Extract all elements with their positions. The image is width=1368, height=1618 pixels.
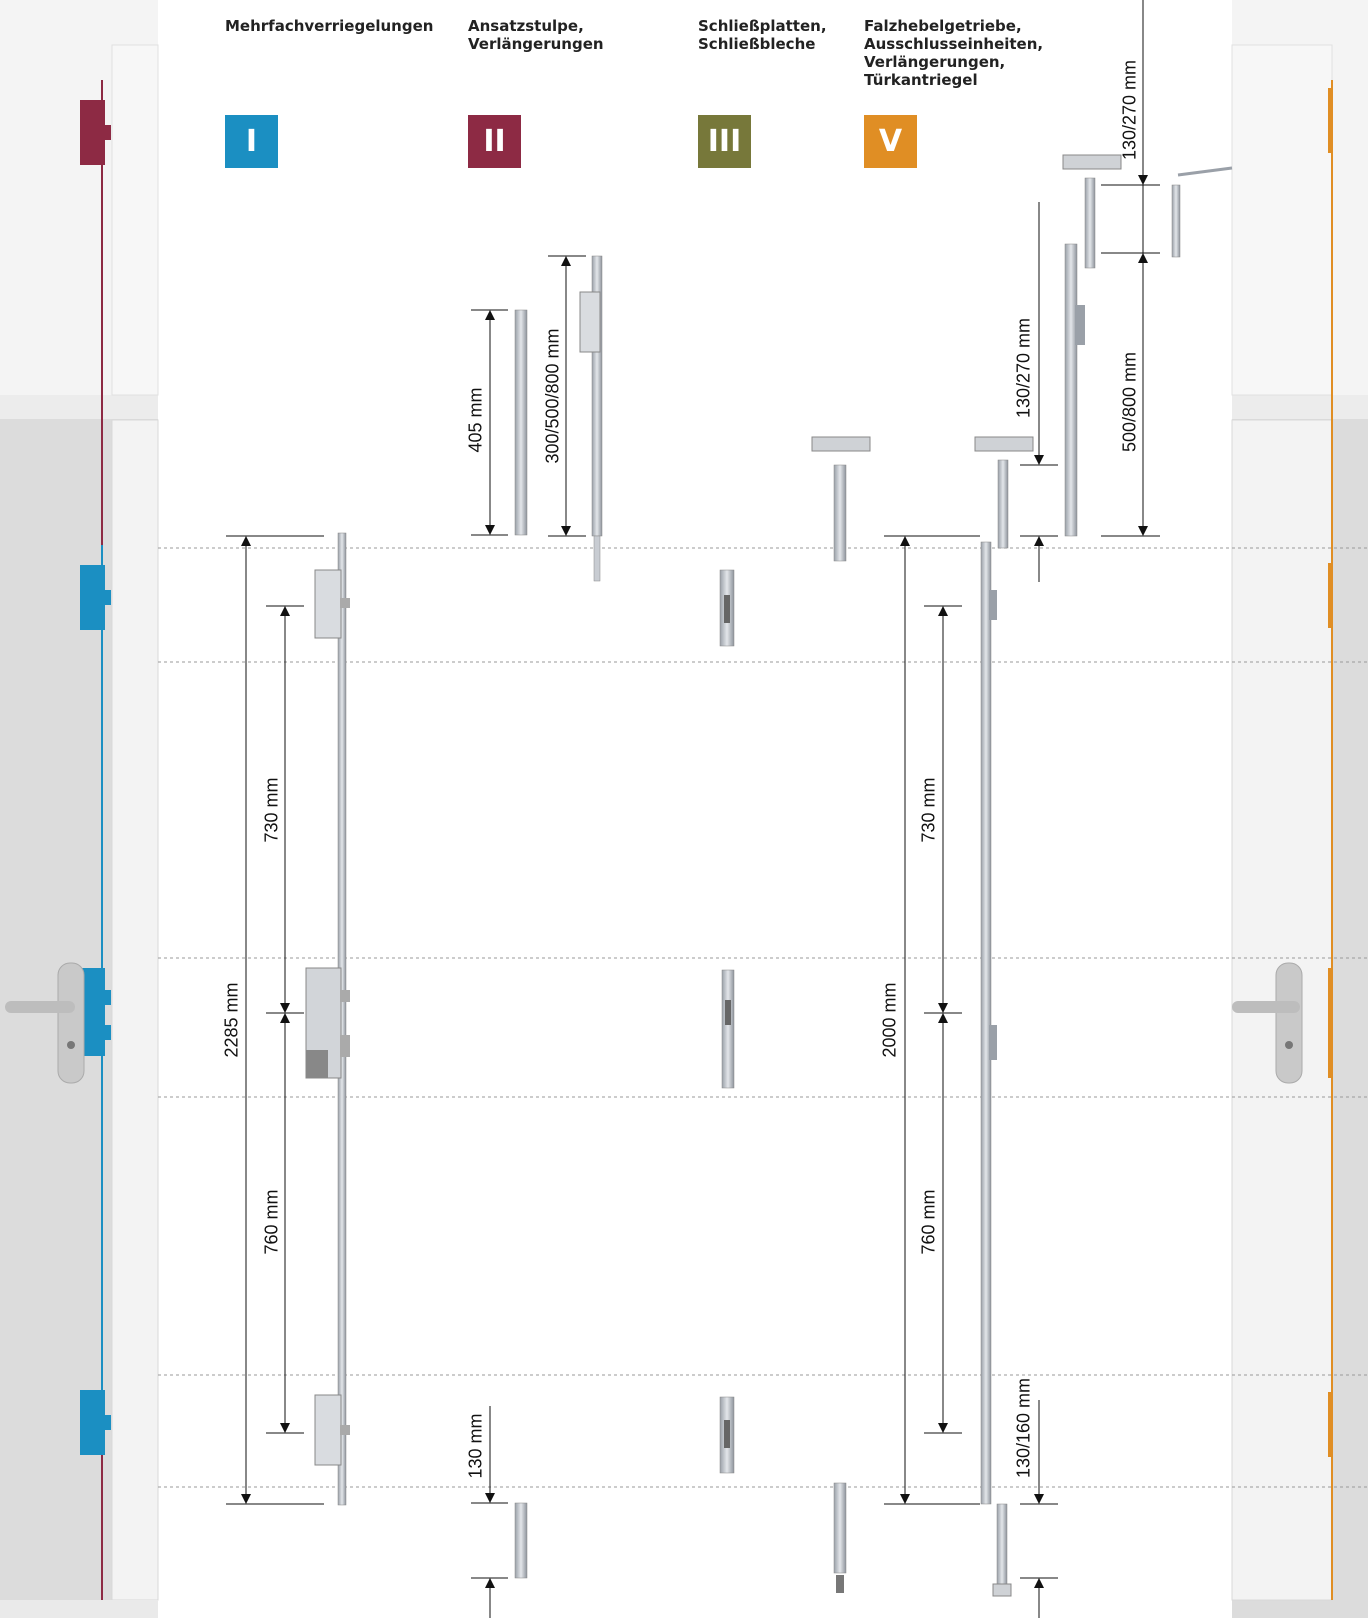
dim-label-760-right: 760 mm <box>918 1189 939 1255</box>
lower-lock-marker <box>80 1390 105 1455</box>
right-door <box>1231 0 1368 1618</box>
door-handle <box>5 1001 75 1013</box>
badge-V: V <box>864 115 917 168</box>
header-line: Schließplatten, <box>698 17 827 35</box>
header-line: Schließbleche <box>698 35 816 53</box>
extension-strips <box>514 255 603 1579</box>
dim-label-300-500-800: 300/500/800 mm <box>542 328 563 464</box>
header-line: Ausschlusseinheiten, <box>864 35 1044 53</box>
guide-lines <box>158 547 1368 1488</box>
upper-lock-marker <box>80 565 105 630</box>
badge-II: II <box>468 115 521 168</box>
header-multipoint-locks: Mehrfachverriegelungen <box>225 17 433 35</box>
dim-label-130-160: 130/160 mm <box>1013 1377 1034 1479</box>
dim-label-130-270-middle: 130/270 mm <box>1013 317 1034 419</box>
header-line: Falzhebelgetriebe, <box>864 17 1022 35</box>
badge-III: III <box>698 115 751 168</box>
dim-label-405: 405 mm <box>465 387 486 453</box>
badge-I: I <box>225 115 278 168</box>
top-bolt-marker <box>80 100 105 165</box>
header-line: Verlängerungen, <box>864 53 1006 71</box>
dim-label-730-right: 730 mm <box>918 777 939 843</box>
dim-label-2285: 2285 mm <box>221 982 242 1058</box>
dimension-lines <box>226 0 1160 1618</box>
header-strike-plates: Schließplatten, Schließbleche <box>698 17 827 53</box>
strike-plates <box>719 569 735 1474</box>
left-door <box>0 0 159 1618</box>
header-extensions: Ansatzstulpe, Verlängerungen <box>468 17 604 53</box>
door-handle-plate <box>57 962 85 1084</box>
espagnolette-gear <box>811 154 1233 1597</box>
header-line: Ansatzstulpe, <box>468 17 584 35</box>
dim-label-130-270-top: 130/270 mm <box>1119 59 1140 161</box>
header-line: Mehrfachverriegelungen <box>225 17 434 35</box>
dim-label-500-800: 500/800 mm <box>1119 351 1140 453</box>
header-espagnolette: Falzhebelgetriebe, Ausschlusseinheiten, … <box>864 17 1043 89</box>
header-line: Türkantriegel <box>864 71 978 89</box>
dim-label-130: 130 mm <box>465 1413 486 1479</box>
multipoint-lock <box>305 532 350 1506</box>
dim-label-2000: 2000 mm <box>879 982 900 1058</box>
dim-label-730-left: 730 mm <box>261 777 282 843</box>
header-line: Verlängerungen <box>468 35 604 53</box>
dim-label-760-left: 760 mm <box>261 1189 282 1255</box>
